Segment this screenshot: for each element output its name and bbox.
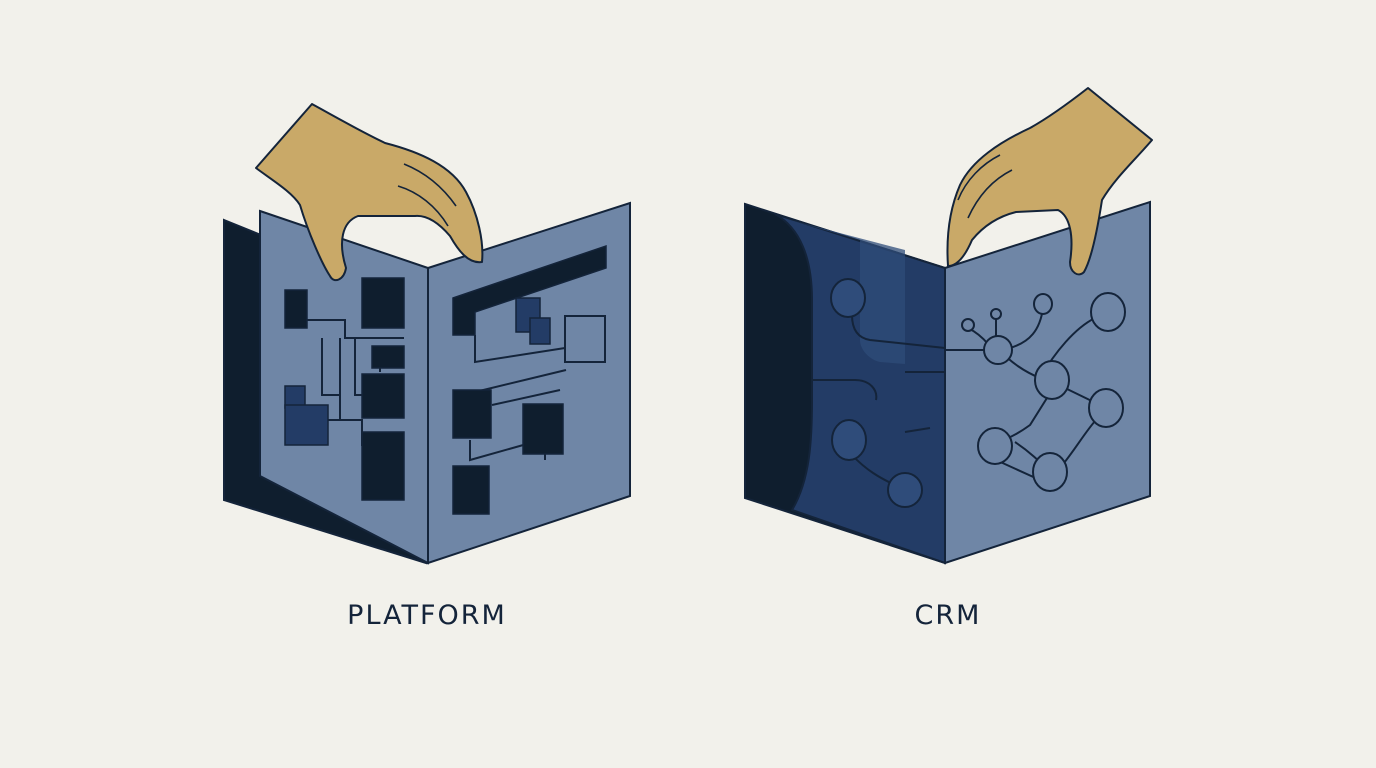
crm-left-network xyxy=(812,278,946,508)
platform-right-diagram xyxy=(452,244,607,515)
platform-left-diagram xyxy=(284,277,405,501)
crm-hand xyxy=(946,87,1153,276)
platform-label: PLATFORM xyxy=(347,600,507,631)
crm-right-network xyxy=(945,292,1126,492)
platform-book-illustration xyxy=(223,103,631,565)
crm-book-illustration xyxy=(744,87,1153,565)
platform-hand xyxy=(255,103,484,282)
crm-label: CRM xyxy=(914,600,982,631)
